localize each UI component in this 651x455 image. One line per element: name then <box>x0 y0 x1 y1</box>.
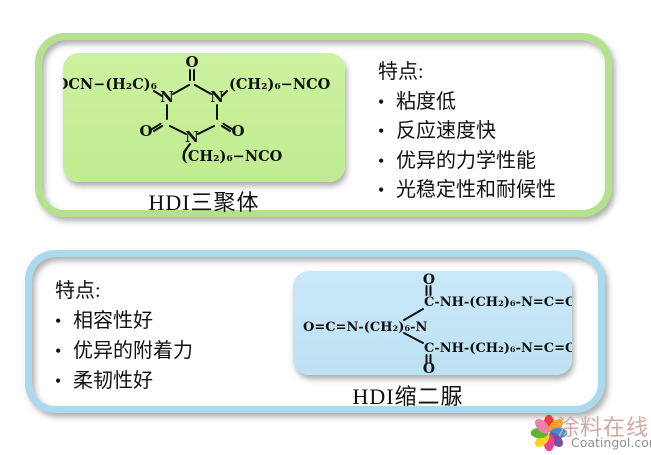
coatingol-logo: 涂料在线 Coatingol.com <box>531 410 651 455</box>
logo-domain: Coatingol.com <box>571 435 651 450</box>
bullet-icon: • <box>378 150 385 171</box>
hdi-trimer-card: O N N N O O OCN−(H₂C)₆ (CH₂)₆−NCO (CH₂)₆… <box>35 33 612 217</box>
hdi-biuret-label: HDI缩二脲 <box>352 384 464 409</box>
atom-o-left: O <box>139 122 152 140</box>
hdi-trimer-label: HDI三聚体 <box>148 190 260 215</box>
hdi-biuret-card: 特点: • 相容性好 • 优异的附着力 • 柔韧性好 O O O=C=N-(CH₂)₆… <box>25 250 605 413</box>
bullet-icon: • <box>378 91 385 112</box>
feature-text: 相容性好 <box>73 310 153 332</box>
features-title: 特点: <box>55 280 101 302</box>
atom-o-right: O <box>231 122 244 140</box>
feature-item: • 相容性好 <box>55 306 193 336</box>
hdi-trimer-structure-diagram: O N N N O O OCN−(H₂C)₆ (CH₂)₆−NCO (CH₂)₆… <box>63 53 331 165</box>
atom-o-lower: O <box>423 361 435 375</box>
pinwheel-icon <box>531 414 568 452</box>
hdi-biuret-structure-panel: O O O=C=N-(CH₂)₆-N C-NH-(CH₂)₆-N=C=O C-N… <box>293 271 572 375</box>
logo-name: 涂料在线 <box>557 416 650 441</box>
atom-n-right: N <box>210 88 224 106</box>
hdi-biuret-features: 特点: • 相容性好 • 优异的附着力 • 柔韧性好 <box>55 276 193 396</box>
hdi-biuret-structure-diagram: O O O=C=N-(CH₂)₆-N C-NH-(CH₂)₆-N=C=O C-N… <box>303 272 572 375</box>
feature-text: 光稳定性和耐候性 <box>396 179 556 201</box>
atom-o-upper: O <box>423 272 435 288</box>
bullet-icon: • <box>55 341 62 361</box>
feature-text: 优异的附着力 <box>73 340 193 362</box>
feature-item: • 粘度低 <box>378 88 556 118</box>
feature-item: • 反应速度快 <box>378 117 556 147</box>
bullet-icon: • <box>55 371 62 391</box>
atom-o-top: O <box>185 53 198 71</box>
atom-n-left: N <box>160 88 174 106</box>
bullet-icon: • <box>378 121 385 141</box>
bullet-icon: • <box>55 311 62 331</box>
feature-text: 粘度低 <box>396 90 456 113</box>
trimer-right-chain: (CH₂)₆−NCO <box>229 76 331 93</box>
biuret-left-chain: O=C=N-(CH₂)₆-N <box>303 320 427 335</box>
trimer-bottom-chain: (CH₂)₆−NCO <box>181 148 283 165</box>
atom-n-bottom: N <box>185 128 199 146</box>
feature-text: 优异的力学性能 <box>396 149 536 172</box>
biuret-upper-chain: C-NH-(CH₂)₆-N=C=O <box>424 295 572 310</box>
trimer-left-chain: OCN−(H₂C)₆ <box>63 76 157 93</box>
features-title: 特点: <box>378 61 424 83</box>
feature-text: 反应速度快 <box>396 120 496 142</box>
hdi-trimer-structure-panel: O N N N O O OCN−(H₂C)₆ (CH₂)₆−NCO (CH₂)₆… <box>63 53 345 182</box>
feature-item: • 优异的附着力 <box>55 336 193 366</box>
feature-text: 柔韧性好 <box>73 370 153 392</box>
hdi-trimer-features: 特点: • 粘度低 • 反应速度快 • 优异的力学性能 • 光稳定性和耐候性 <box>378 58 556 206</box>
feature-item: • 光稳定性和耐候性 <box>378 176 556 206</box>
feature-item: • 优异的力学性能 <box>378 147 556 177</box>
bullet-icon: • <box>378 180 385 200</box>
biuret-lower-chain: C-NH-(CH₂)₆-N=C=O <box>424 341 572 356</box>
feature-item: • 柔韧性好 <box>55 366 193 396</box>
